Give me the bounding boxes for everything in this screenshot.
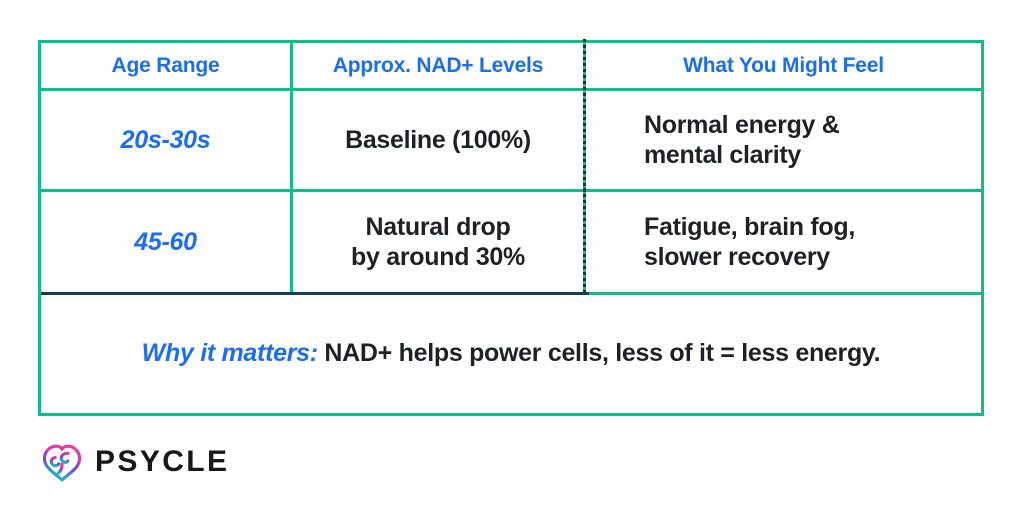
nad-levels-value: Natural drop by around 30% [351,212,525,273]
text-line: Normal energy & [644,110,840,139]
cell-inner: Normal energy & mental clarity [596,110,971,171]
cell-nad-levels: Baseline (100%) [293,87,586,193]
nad-levels-value: Baseline (100%) [345,125,531,156]
table-footer-row: Why it matters: NAD+ helps power cells, … [41,295,981,413]
cell-what-you-might-feel: Normal energy & mental clarity [586,91,981,189]
text-line: slower recovery [644,243,830,271]
brain-logo-icon [42,444,82,482]
column-header-label: What You Might Feel [683,53,884,77]
column-header-nad-levels: Approx. NAD+ Levels [293,39,586,92]
column-header-what-you-might-feel: What You Might Feel [586,43,981,88]
text-line: by around 30% [351,243,525,271]
brand-wordmark: PSYCLE [95,445,230,478]
footer-lead-label: Why it matters: [141,339,318,368]
cell-why-it-matters: Why it matters: NAD+ helps power cells, … [41,295,981,413]
text-line: mental clarity [644,141,801,169]
table-header-row: Age Range Approx. NAD+ Levels What You M… [41,39,981,92]
age-range-value: 45-60 [134,227,197,256]
table-grid: Age Range Approx. NAD+ Levels What You M… [41,39,981,413]
text-line: Natural drop [365,212,511,241]
cell-nad-levels: Natural drop by around 30% [293,188,586,296]
cell-what-you-might-feel: Fatigue, brain fog, slower recovery [586,192,981,292]
brand-logo: PSYCLE [40,440,229,484]
cell-age-range: 45-60 [41,192,293,292]
column-header-age-range: Age Range [41,43,293,88]
column-header-label: Age Range [111,53,220,77]
age-range-value: 20s-30s [120,125,211,154]
text-line: Baseline (100%) [345,125,531,154]
feel-value: Fatigue, brain fog, slower recovery [644,212,855,273]
footer-text: Why it matters: NAD+ helps power cells, … [142,338,881,369]
feel-value: Normal energy & mental clarity [644,110,840,171]
table-row: 45-60 Natural drop by around 30% Fatigue… [41,188,981,296]
footer-body-label: NAD+ helps power cells, less of it = les… [324,339,881,368]
column-header-label: Approx. NAD+ Levels [332,53,544,77]
text-line: Fatigue, brain fog, [644,212,855,241]
table-row: 20s-30s Baseline (100%) Normal energy & … [41,87,981,193]
nad-age-table: Age Range Approx. NAD+ Levels What You M… [38,39,984,416]
cell-inner: Fatigue, brain fog, slower recovery [596,212,971,273]
cell-age-range: 20s-30s [41,91,293,189]
